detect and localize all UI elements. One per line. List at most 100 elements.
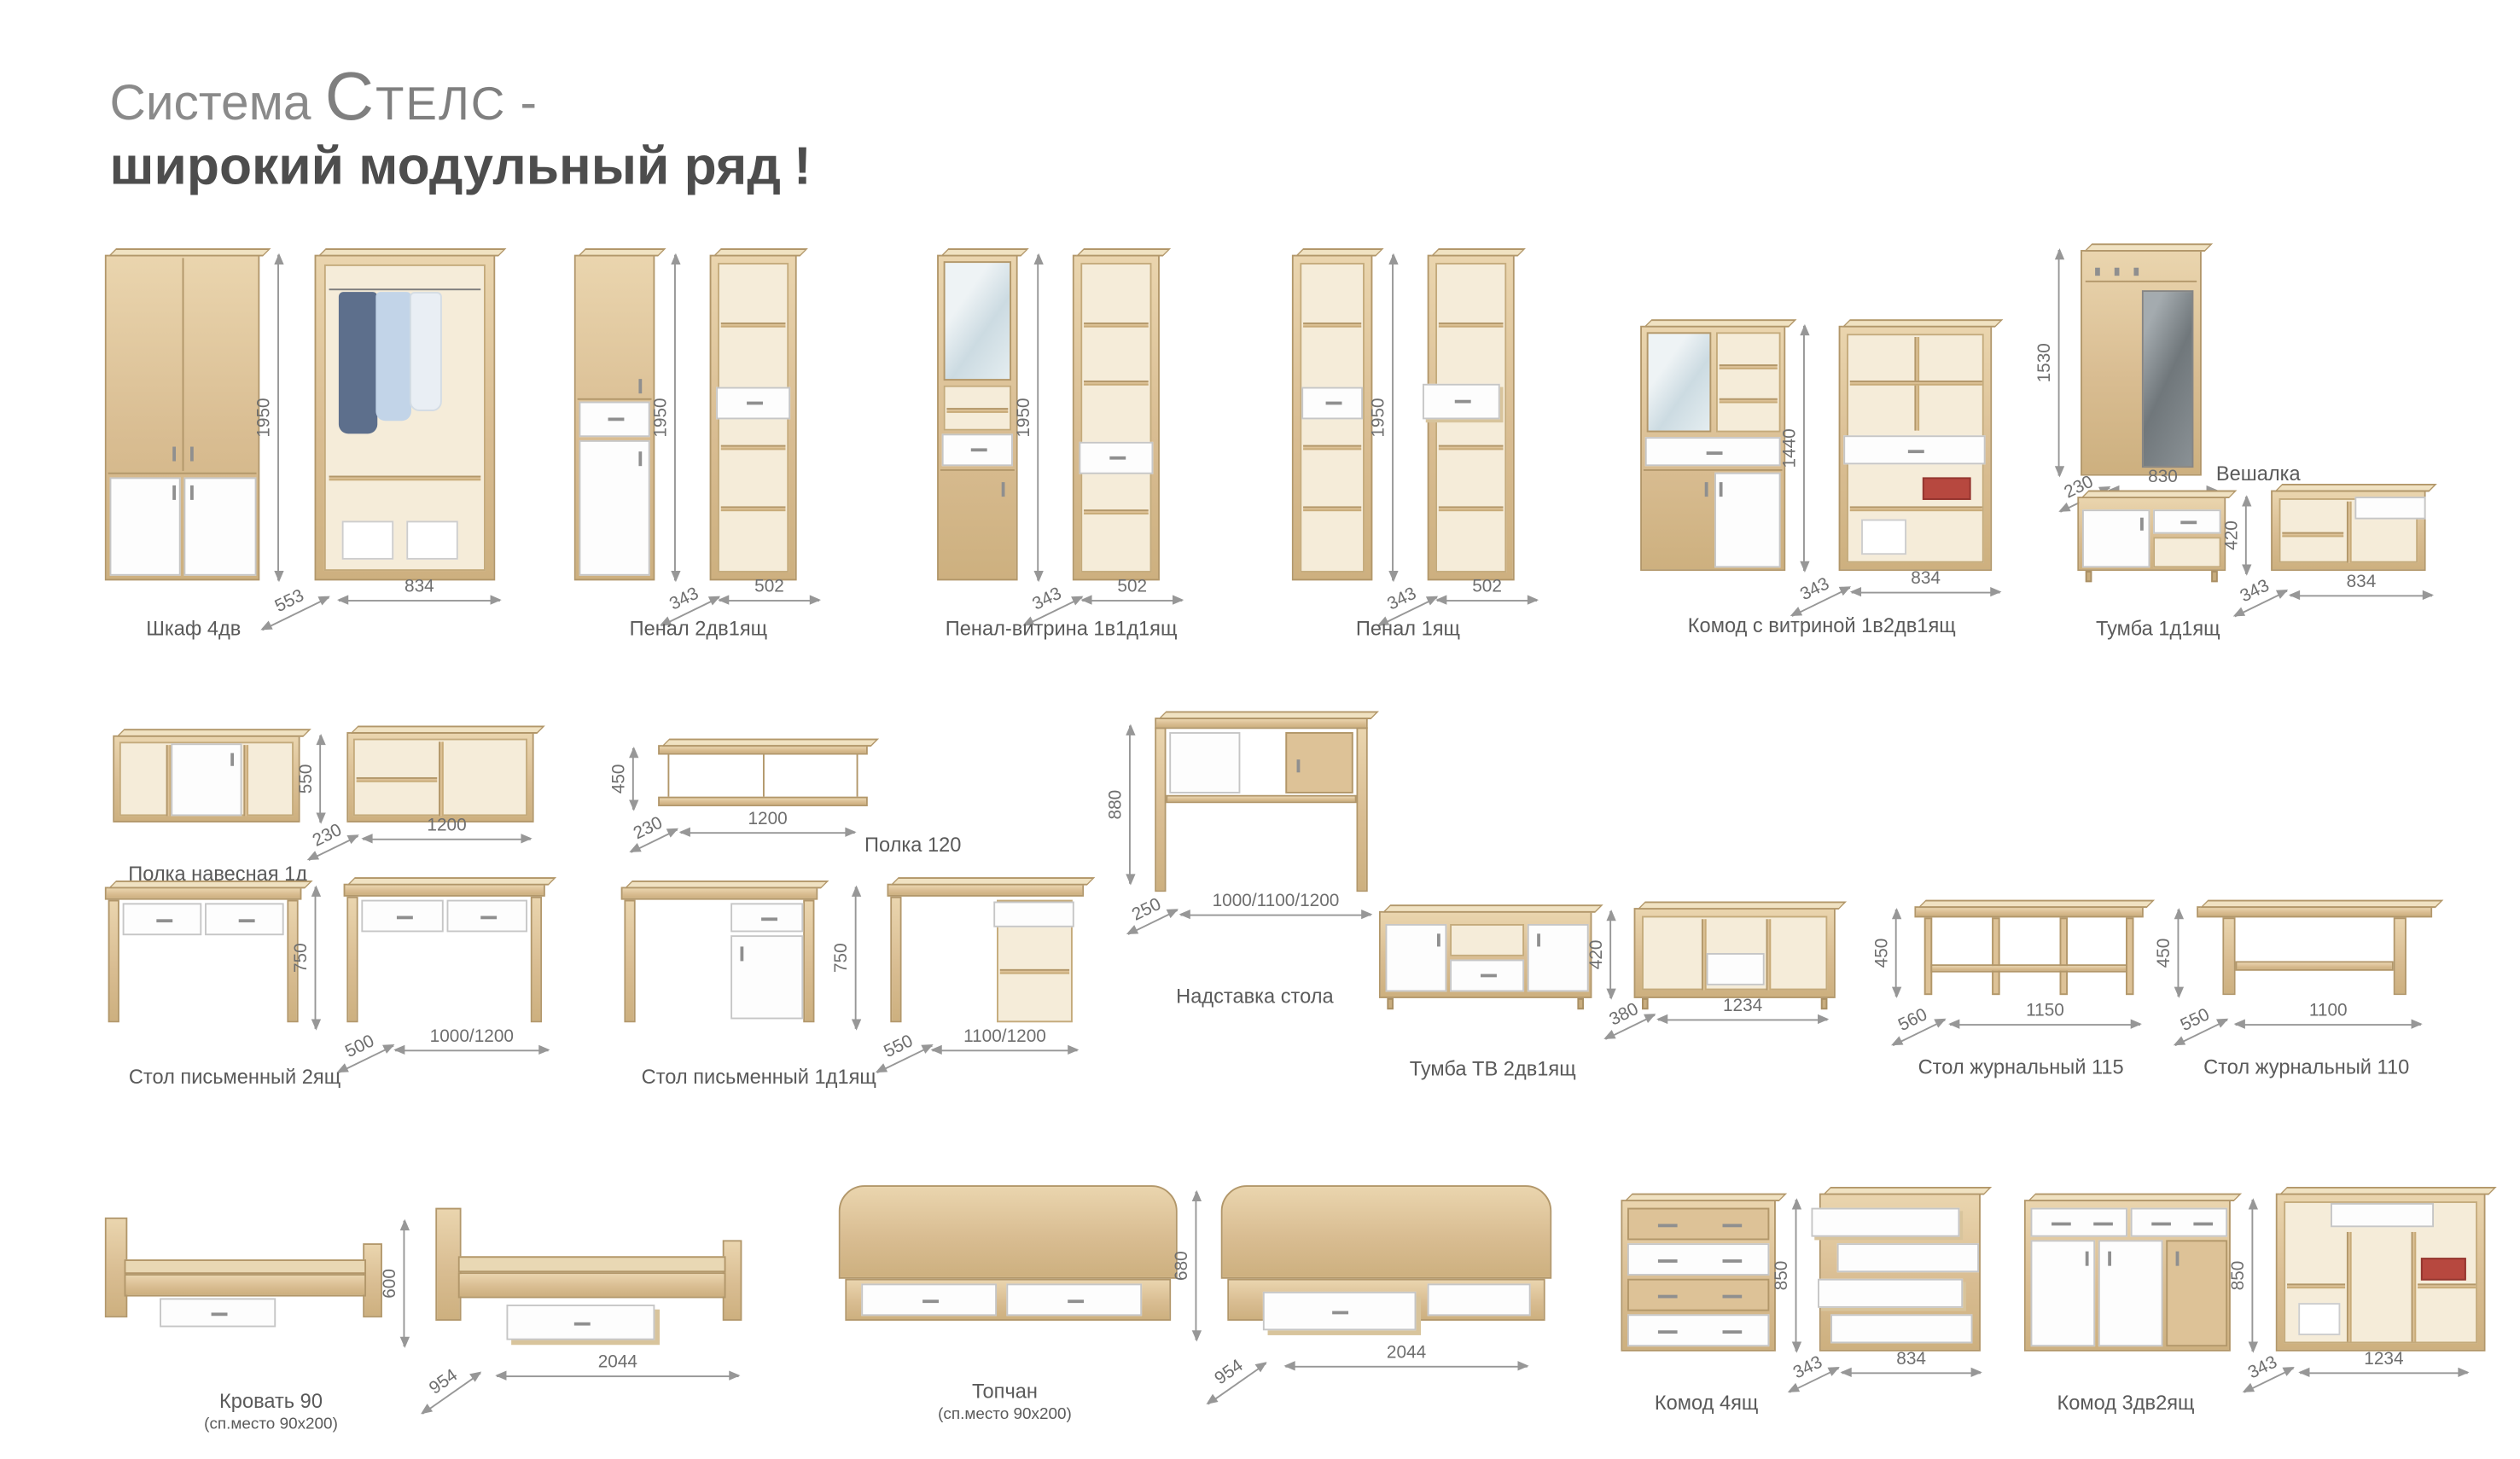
top-face bbox=[1382, 904, 1603, 913]
shelf bbox=[1303, 445, 1362, 450]
drawer-front bbox=[1627, 1278, 1770, 1311]
dim-height: 880 bbox=[1107, 724, 1136, 886]
drawer-handle bbox=[573, 1322, 591, 1326]
dim-depth: 380 bbox=[1604, 1000, 1656, 1040]
divider bbox=[2346, 1231, 2352, 1342]
top-face bbox=[2027, 1193, 2243, 1202]
drawer-front bbox=[1627, 1243, 1770, 1276]
dim-depth: 250 bbox=[1127, 895, 1179, 935]
drawer-handle bbox=[238, 919, 255, 923]
drawer-handle bbox=[1657, 1259, 1678, 1263]
drawer-handle bbox=[1481, 974, 1497, 978]
dim-width: 834 bbox=[1840, 1350, 1982, 1378]
coffee-table-illustration bbox=[2197, 899, 2444, 1003]
door-handle bbox=[1436, 933, 1440, 947]
dim-height: 450 bbox=[1872, 908, 1902, 998]
daybed-view-open bbox=[1220, 1185, 1552, 1350]
door-handle bbox=[638, 379, 643, 394]
folded-clothes bbox=[2420, 1258, 2466, 1281]
dim-height: 750 bbox=[292, 885, 322, 1031]
dim-width: 834 bbox=[1849, 569, 2002, 597]
top-face bbox=[1430, 248, 1526, 257]
shelf bbox=[720, 323, 786, 328]
door-divider bbox=[940, 468, 1015, 471]
door-handle bbox=[190, 446, 194, 462]
cabinet-interior bbox=[2278, 497, 2426, 563]
top-face bbox=[108, 880, 313, 889]
top-face bbox=[1624, 1193, 1788, 1202]
side-panel bbox=[346, 896, 358, 1023]
side-panel bbox=[1155, 727, 1167, 892]
leg bbox=[2126, 917, 2134, 996]
side-panel bbox=[2222, 917, 2236, 996]
drawer-handle bbox=[761, 917, 777, 921]
drawer-handle bbox=[1657, 1224, 1678, 1228]
dim-height: 1530 bbox=[2035, 248, 2065, 478]
shelf-board bbox=[658, 738, 880, 755]
table-top bbox=[2197, 899, 2444, 918]
door-handle bbox=[230, 753, 235, 766]
dim-height: 850 bbox=[2229, 1198, 2259, 1353]
shelf bbox=[1303, 323, 1362, 328]
top-face bbox=[108, 248, 271, 257]
drawer-handle bbox=[156, 919, 173, 923]
cabinet-open-view bbox=[1072, 248, 1172, 581]
title-slogan: широкий модульный ряд bbox=[109, 135, 781, 195]
divider bbox=[439, 741, 444, 817]
drawer-handle bbox=[1722, 1259, 1743, 1263]
backrest bbox=[838, 1185, 1178, 1279]
hook-rail bbox=[2085, 280, 2197, 282]
hanging-rod bbox=[329, 288, 481, 291]
side-panel bbox=[803, 899, 815, 1023]
top-face bbox=[2081, 490, 2238, 499]
product-label: Комод с витриной 1в2дв1ящ bbox=[1687, 614, 1956, 637]
drawer-handle bbox=[211, 1312, 228, 1317]
mattress-edge bbox=[124, 1259, 367, 1275]
drawer-handle bbox=[1657, 1330, 1678, 1334]
product-label: Тумба ТВ 2дв1ящ bbox=[1409, 1057, 1576, 1081]
product-label: Пенал-витрина 1в1д1ящ bbox=[945, 617, 1178, 641]
side-panel bbox=[890, 896, 902, 1023]
desk-view-small bbox=[104, 880, 313, 1029]
cabinet-interior bbox=[1300, 263, 1365, 573]
dim-depth: 230 bbox=[308, 821, 358, 861]
dim-height: 1950 bbox=[1015, 253, 1044, 583]
drawer-pulled bbox=[993, 901, 1074, 927]
tv-stand-open-view bbox=[1633, 901, 1848, 1010]
top-face bbox=[1637, 901, 1848, 910]
bracket bbox=[856, 754, 858, 797]
top-face bbox=[1075, 248, 1172, 257]
dim-width: 1000/1200 bbox=[393, 1027, 550, 1055]
wall-shelf-closed-view bbox=[113, 729, 311, 823]
drawer-front bbox=[2030, 1207, 2127, 1237]
desk-top bbox=[104, 880, 313, 900]
underbed-drawer bbox=[160, 1298, 276, 1328]
dim-depth: 954 bbox=[1207, 1356, 1267, 1405]
drawer-handle bbox=[747, 401, 763, 405]
cabinet-interior bbox=[2284, 1201, 2478, 1344]
product-tumba-1d1: 420 343 834 Тумба 1д1ящ bbox=[2061, 480, 2520, 645]
dim-width: 1234 bbox=[1656, 997, 1830, 1025]
dim-height: 680 bbox=[1173, 1189, 1202, 1342]
shelf-interior bbox=[119, 741, 294, 817]
drawer-pulled bbox=[1262, 1291, 1417, 1331]
shelf bbox=[1438, 506, 1504, 512]
side-rail bbox=[124, 1274, 367, 1297]
drawer-handle bbox=[396, 916, 413, 920]
dim-depth: 343 bbox=[2244, 1353, 2294, 1393]
product-nadstavka: 880 250 1000/1100/1200 Надставка стола bbox=[1107, 710, 1400, 1016]
dim-height: 850 bbox=[1772, 1198, 1802, 1353]
drawer-front bbox=[446, 899, 528, 933]
dim-height: 1950 bbox=[255, 253, 284, 583]
top-face bbox=[577, 248, 666, 257]
dim-width: 2044 bbox=[1283, 1343, 1529, 1371]
side-panel bbox=[2393, 917, 2407, 996]
product-penal-2dv1: 1950 343 502 Пенал 2дв1ящ bbox=[562, 239, 868, 645]
product-label: Пенал 2дв1ящ bbox=[629, 617, 768, 641]
shelf bbox=[1084, 381, 1149, 386]
top-face bbox=[116, 729, 311, 737]
divider bbox=[1701, 919, 1707, 991]
side-rail bbox=[457, 1272, 726, 1299]
bench-closed-view bbox=[2077, 490, 2238, 583]
